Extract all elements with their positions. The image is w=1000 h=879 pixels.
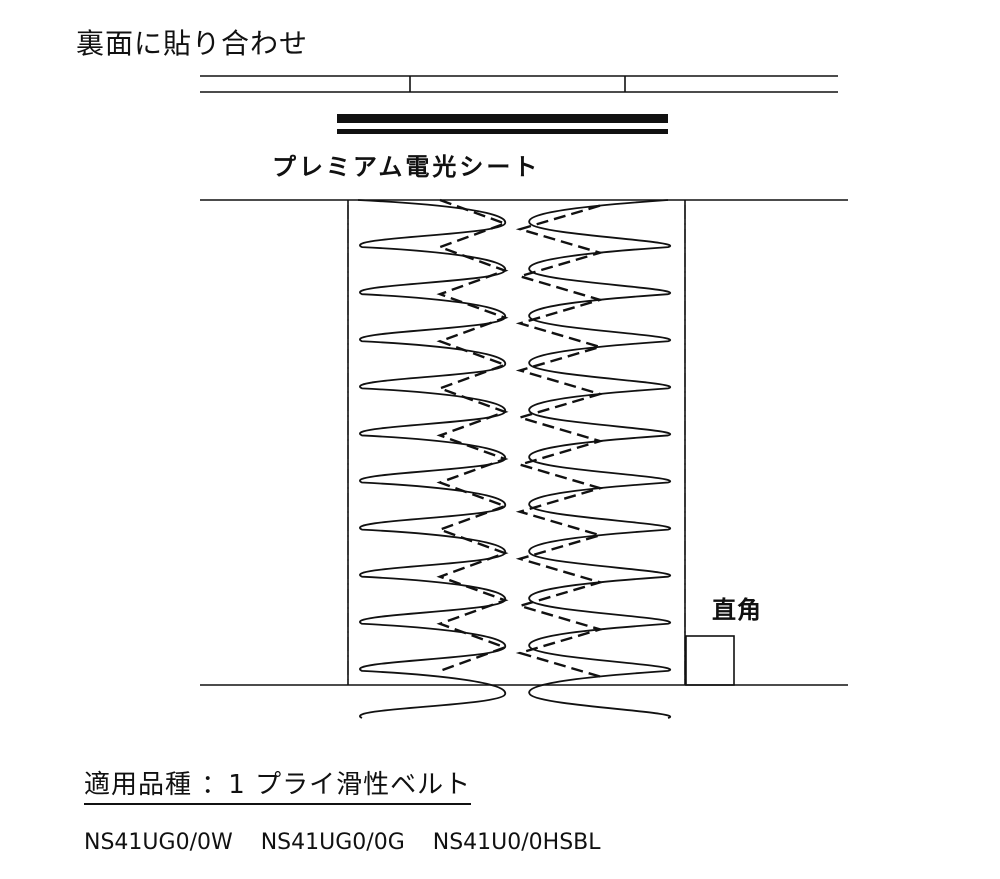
- sheet-bar-thick: [337, 114, 668, 123]
- splice-wave-solid: [357, 199, 672, 719]
- right-angle-marker: [685, 635, 735, 686]
- product-code: NS41U0/0HSBL: [432, 830, 601, 855]
- product-code: NS41UG0/0G: [260, 830, 405, 855]
- top-view: [200, 75, 838, 93]
- sheet-label: プレミアム電光シート: [272, 153, 541, 181]
- premium-sheet-bars: [337, 114, 668, 134]
- product-codes: NS41UG0/0W NS41UG0/0G NS41U0/0HSBL: [84, 830, 601, 855]
- sheet-bar-thin: [337, 129, 668, 134]
- belt-frame: [200, 199, 848, 686]
- right-angle-label: 直角: [712, 596, 762, 624]
- applicable-types: 適用品種 ：1 プライ滑性ベルト: [84, 764, 472, 805]
- splice-wave-dashed: [436, 198, 605, 678]
- product-code: NS41UG0/0W: [84, 830, 233, 855]
- page-title: 裏面に貼り合わせ: [76, 27, 309, 60]
